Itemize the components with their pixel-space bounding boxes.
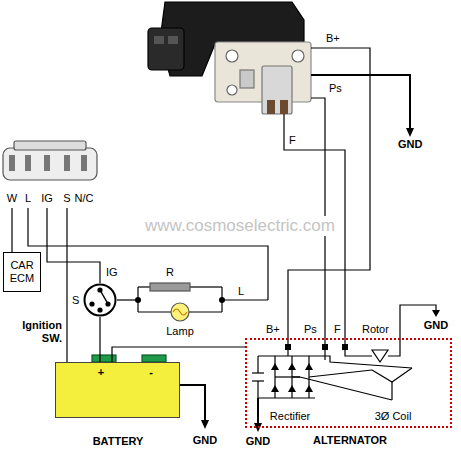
watermark: www.cosmoselectric.com: [143, 216, 337, 236]
lamp-label: Lamp: [166, 325, 194, 338]
wire-connector: WL IG S N/C: [2, 138, 98, 208]
node-text: IG: [41, 192, 53, 205]
node-text: W: [7, 192, 17, 205]
node-text: -: [149, 366, 153, 379]
ignition-switch: IGSIgnition SW.: [83, 283, 117, 317]
terminal-label: F: [289, 134, 296, 147]
terminal-label: B+: [326, 32, 340, 45]
ground-label: GND: [424, 319, 448, 332]
wire: [11, 208, 12, 252]
wire: [66, 208, 67, 362]
node-text: +: [98, 366, 104, 379]
node-text: S: [63, 192, 70, 205]
battery: +-BATTERY: [55, 362, 180, 418]
terminal-label: F: [334, 323, 341, 336]
node-text: Ignition SW.: [0, 319, 62, 345]
node-text: L: [25, 192, 31, 205]
ground-label: GND: [246, 435, 270, 448]
node-text: IG: [106, 266, 118, 279]
node-text: S: [72, 294, 79, 307]
wire: [112, 347, 245, 362]
part-label: Rotor: [362, 323, 389, 336]
switch-symbol: [83, 283, 117, 317]
ground-label: GND: [398, 138, 422, 151]
node-text: N/C: [75, 192, 94, 205]
terminal-label: L: [238, 285, 244, 298]
node-text: ALTERNATOR: [313, 434, 387, 447]
part-label: 3Ø Coil: [375, 410, 412, 423]
wire: [99, 317, 100, 362]
part-label: Rectifier: [270, 410, 310, 423]
terminal-label: Ps: [304, 323, 317, 336]
resistor-label: R: [166, 266, 174, 279]
node-text: CAR ECM: [5, 259, 39, 285]
terminal-label: Ps: [329, 82, 342, 95]
terminal-label: B+: [266, 323, 280, 336]
ground-label: GND: [193, 434, 217, 447]
ecm-box: CAR ECM: [3, 252, 41, 292]
wire: [47, 208, 100, 283]
node-text: BATTERY: [93, 435, 144, 448]
